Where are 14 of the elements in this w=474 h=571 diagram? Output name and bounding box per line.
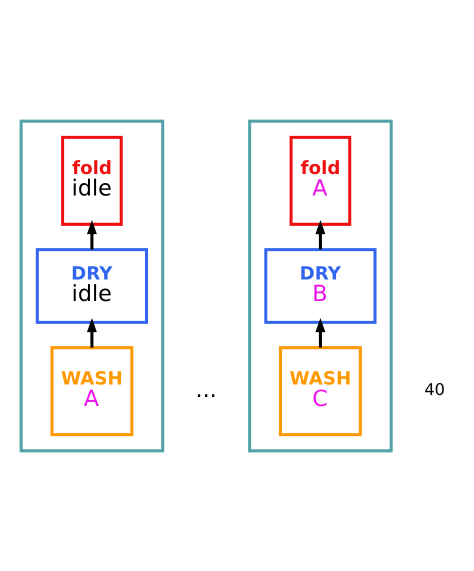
node-box: fold idle (60, 135, 122, 226)
node-box: WASH A (50, 346, 133, 436)
arrow (86, 317, 96, 348)
arrow (314, 317, 325, 348)
cluster (248, 119, 392, 452)
node-box: DRY B (264, 248, 376, 324)
node-box: DRY idle (35, 248, 148, 324)
cluster (19, 119, 164, 452)
label: ... (195, 376, 216, 402)
arrow (86, 219, 96, 249)
node-box: fold A (289, 135, 351, 226)
node-box: WASH C (278, 346, 362, 436)
arrow (314, 219, 325, 249)
label: 40 (424, 379, 444, 398)
